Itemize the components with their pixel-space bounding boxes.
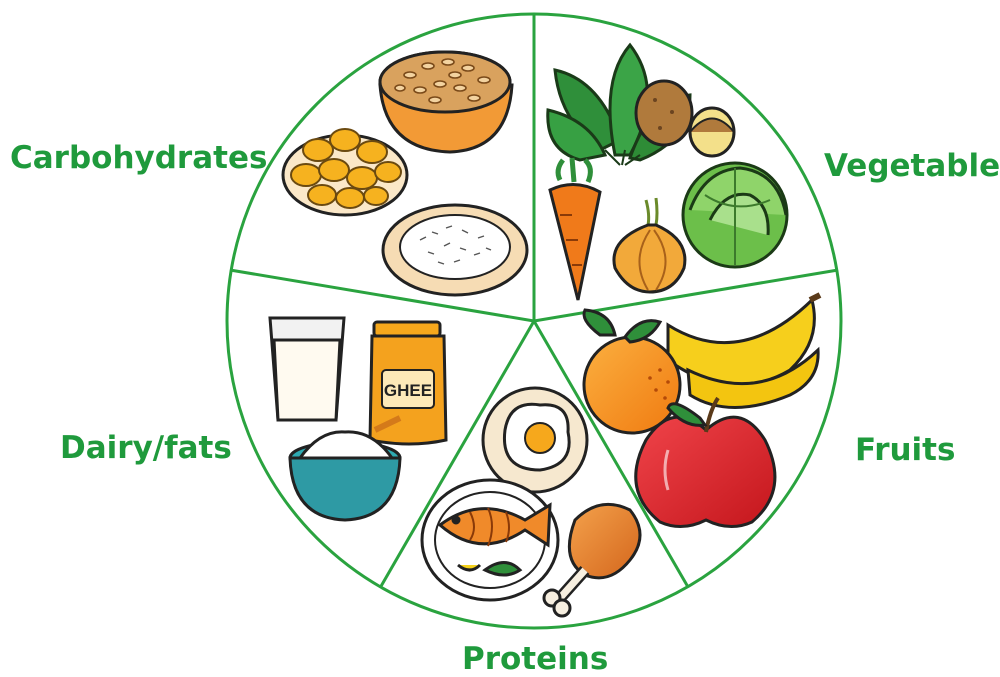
label-carbohydrates: Carbohydrates [10,143,267,174]
ghee-jar-label: GHEE [384,381,432,400]
cabbage-icon [683,163,787,267]
label-proteins: Proteins [462,644,608,675]
rice-plate-icon [383,205,527,295]
fried-egg-icon [483,388,587,492]
milk-glass-icon [270,318,344,420]
label-vegetables: Vegetables [824,151,1000,182]
label-fruits: Fruits [855,435,955,466]
label-dairy-fats: Dairy/fats [60,433,232,464]
fish-plate-icon [422,480,558,600]
